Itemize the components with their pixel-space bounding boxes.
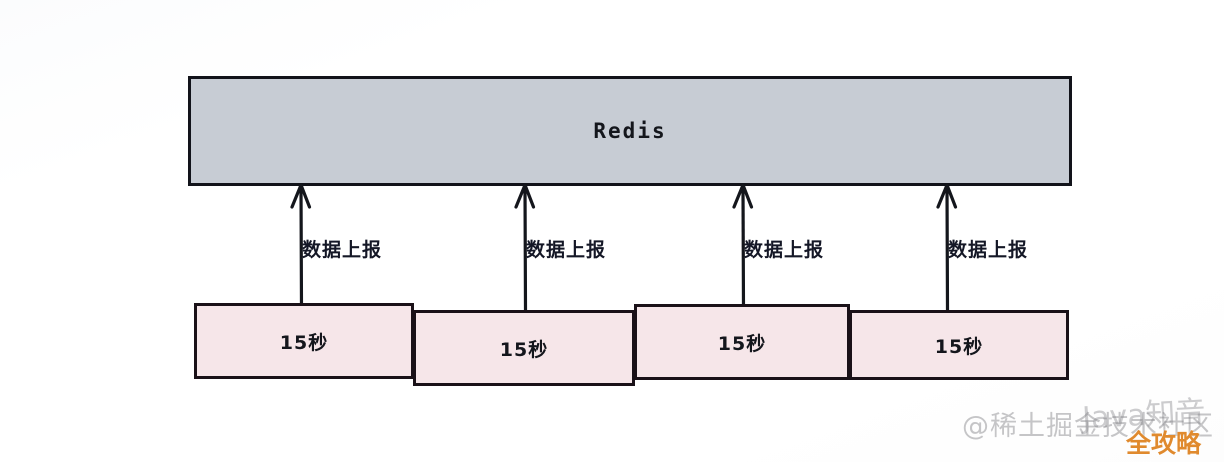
interval-label-2: 15秒: [499, 338, 549, 361]
watermark-badge: 全攻略: [1126, 429, 1202, 458]
interval-box-3: 15秒: [634, 304, 850, 380]
redis-node: Redis: [188, 76, 1072, 186]
interval-label-4: 15秒: [934, 335, 984, 358]
watermark-brand: Java知音: [1081, 394, 1207, 437]
interval-box-1: 15秒: [194, 303, 414, 379]
redis-node-label: Redis: [593, 119, 667, 143]
interval-box-2: 15秒: [413, 310, 635, 386]
interval-label-3: 15秒: [717, 332, 767, 355]
flow-label-4: 数据上报: [948, 239, 1029, 261]
watermark-site: @稀土掘金技术社区: [962, 411, 1214, 442]
flow-label-3: 数据上报: [744, 239, 825, 261]
interval-box-4: 15秒: [849, 310, 1069, 380]
flow-label-1: 数据上报: [302, 239, 383, 261]
flow-label-2: 数据上报: [526, 239, 607, 261]
interval-label-1: 15秒: [279, 331, 329, 354]
